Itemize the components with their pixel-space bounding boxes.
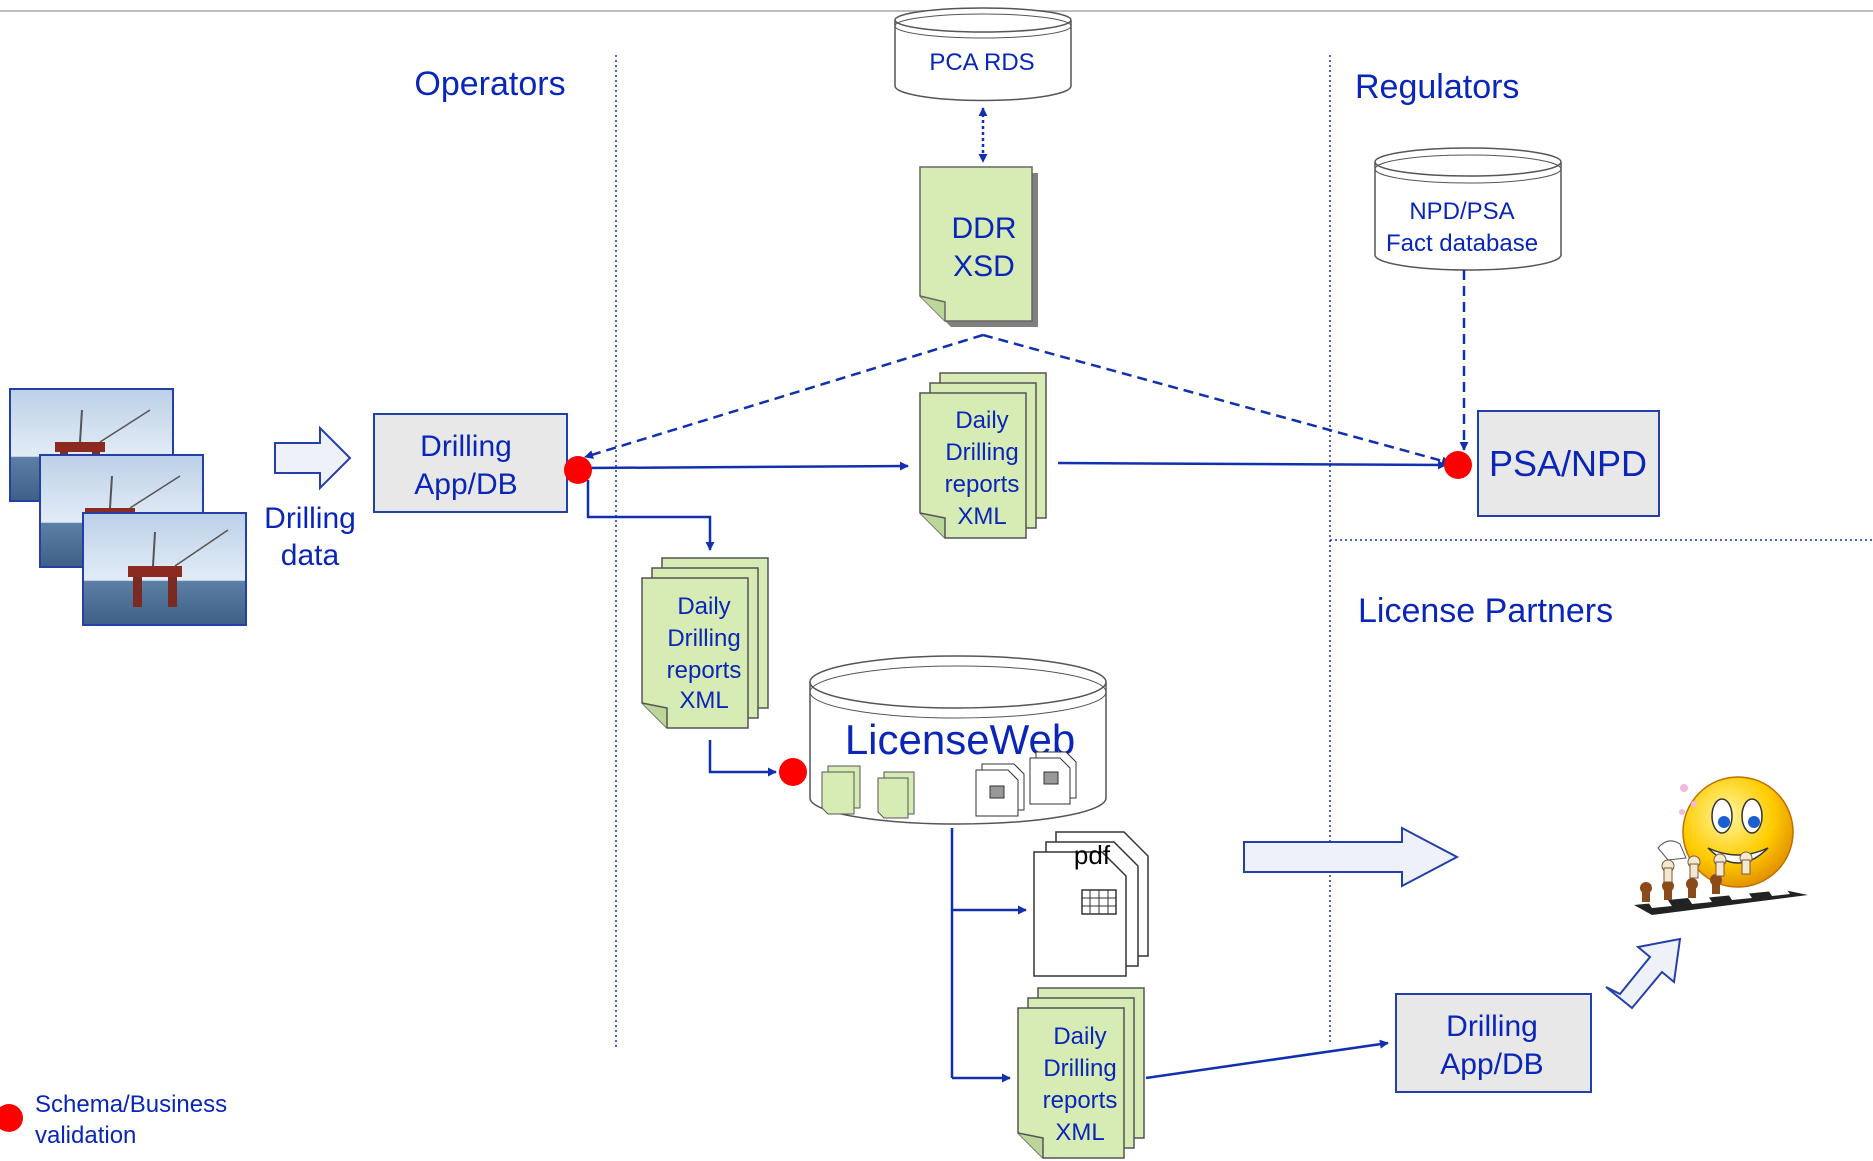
operator-drilling-app-box: Drilling App/DB [373,413,568,513]
legend-validation-dot [0,1104,23,1132]
report-stack-left: Daily Drilling reports XML [641,557,769,729]
partner-drilling-app-box: Drilling App/DB [1395,993,1592,1093]
section-title-regulators: Regulators [1355,68,1519,106]
report-stack-top: Daily Drilling reports XML [919,372,1047,539]
licenseweb-database: LicenseWeb [809,655,1107,825]
licenseweb-to-partners-arrow [1243,826,1460,888]
npd-fact-label-1: NPD/PSA [1409,198,1514,225]
npd-fact-label-2: Fact database [1386,230,1538,257]
operator-app-label-1: Drilling [420,430,512,463]
legend-label-1: Schema/Business [35,1091,227,1118]
pdf-document-stack: pdf [1033,831,1149,977]
validation-dot-operator-app [564,456,592,484]
platform-photo-3 [82,512,247,626]
top-reports-to-psa-arrow [1057,460,1447,470]
report-top-label-3: reports [945,471,1020,498]
drilling-data-label-1: Drilling [264,502,356,535]
report-bottom-label-3: reports [1043,1087,1118,1114]
report-left-label-1: Daily [677,593,730,620]
drilling-data-label-2: data [281,539,340,572]
left-reports-to-licenseweb-arrow [708,740,777,777]
report-bottom-label-1: Daily [1053,1023,1106,1050]
section-dividers [615,55,1873,1050]
ddr-label: DDR [952,212,1017,245]
report-bottom-label-4: XML [1055,1119,1104,1146]
partner-app-label-1: Drilling [1446,1010,1538,1043]
app-to-left-reports-arrow [586,480,715,551]
pca-rds-database: PCA RDS [894,7,1072,102]
drilling-data-arrow [274,425,352,491]
report-top-label-2: Drilling [945,439,1018,466]
psa-npd-box: PSA/NPD [1477,410,1660,517]
legend: Schema/Business validation [0,1091,227,1149]
psa-npd-label: PSA/NPD [1489,443,1647,484]
partner-app-to-smiley-arrow [1605,937,1682,1010]
report-top-label-1: Daily [955,407,1008,434]
pdf-label: pdf [1074,840,1111,870]
validation-dot-psa [1444,451,1472,479]
report-top-label-4: XML [957,503,1006,530]
smiley-chess-icon [1634,776,1808,915]
section-title-operators: Operators [414,65,565,103]
report-left-label-4: XML [679,687,728,714]
platform-photos [9,388,247,626]
bottom-reports-to-partner-app-arrow [1145,1039,1389,1080]
validation-dot-licenseweb [779,758,807,786]
npd-fact-database: NPD/PSA Fact database [1374,147,1562,271]
operator-app-label-2: App/DB [414,468,517,501]
report-left-label-2: Drilling [667,625,740,652]
legend-label-2: validation [35,1122,136,1149]
partner-app-label-2: App/DB [1440,1048,1543,1081]
report-stack-bottom: Daily Drilling reports XML [1017,987,1145,1159]
report-bottom-label-2: Drilling [1043,1055,1116,1082]
xsd-label: XSD [953,250,1015,283]
pca-rds-label: PCA RDS [929,49,1034,76]
ddr-to-psa-dashed [982,333,1451,466]
section-title-license-partners: License Partners [1358,592,1613,630]
app-to-top-reports-arrow [584,461,909,471]
report-left-label-3: reports [667,657,742,684]
ddr-xsd-document: DDR XSD [919,166,1038,327]
ddr-to-operator-app-dashed [584,333,984,459]
